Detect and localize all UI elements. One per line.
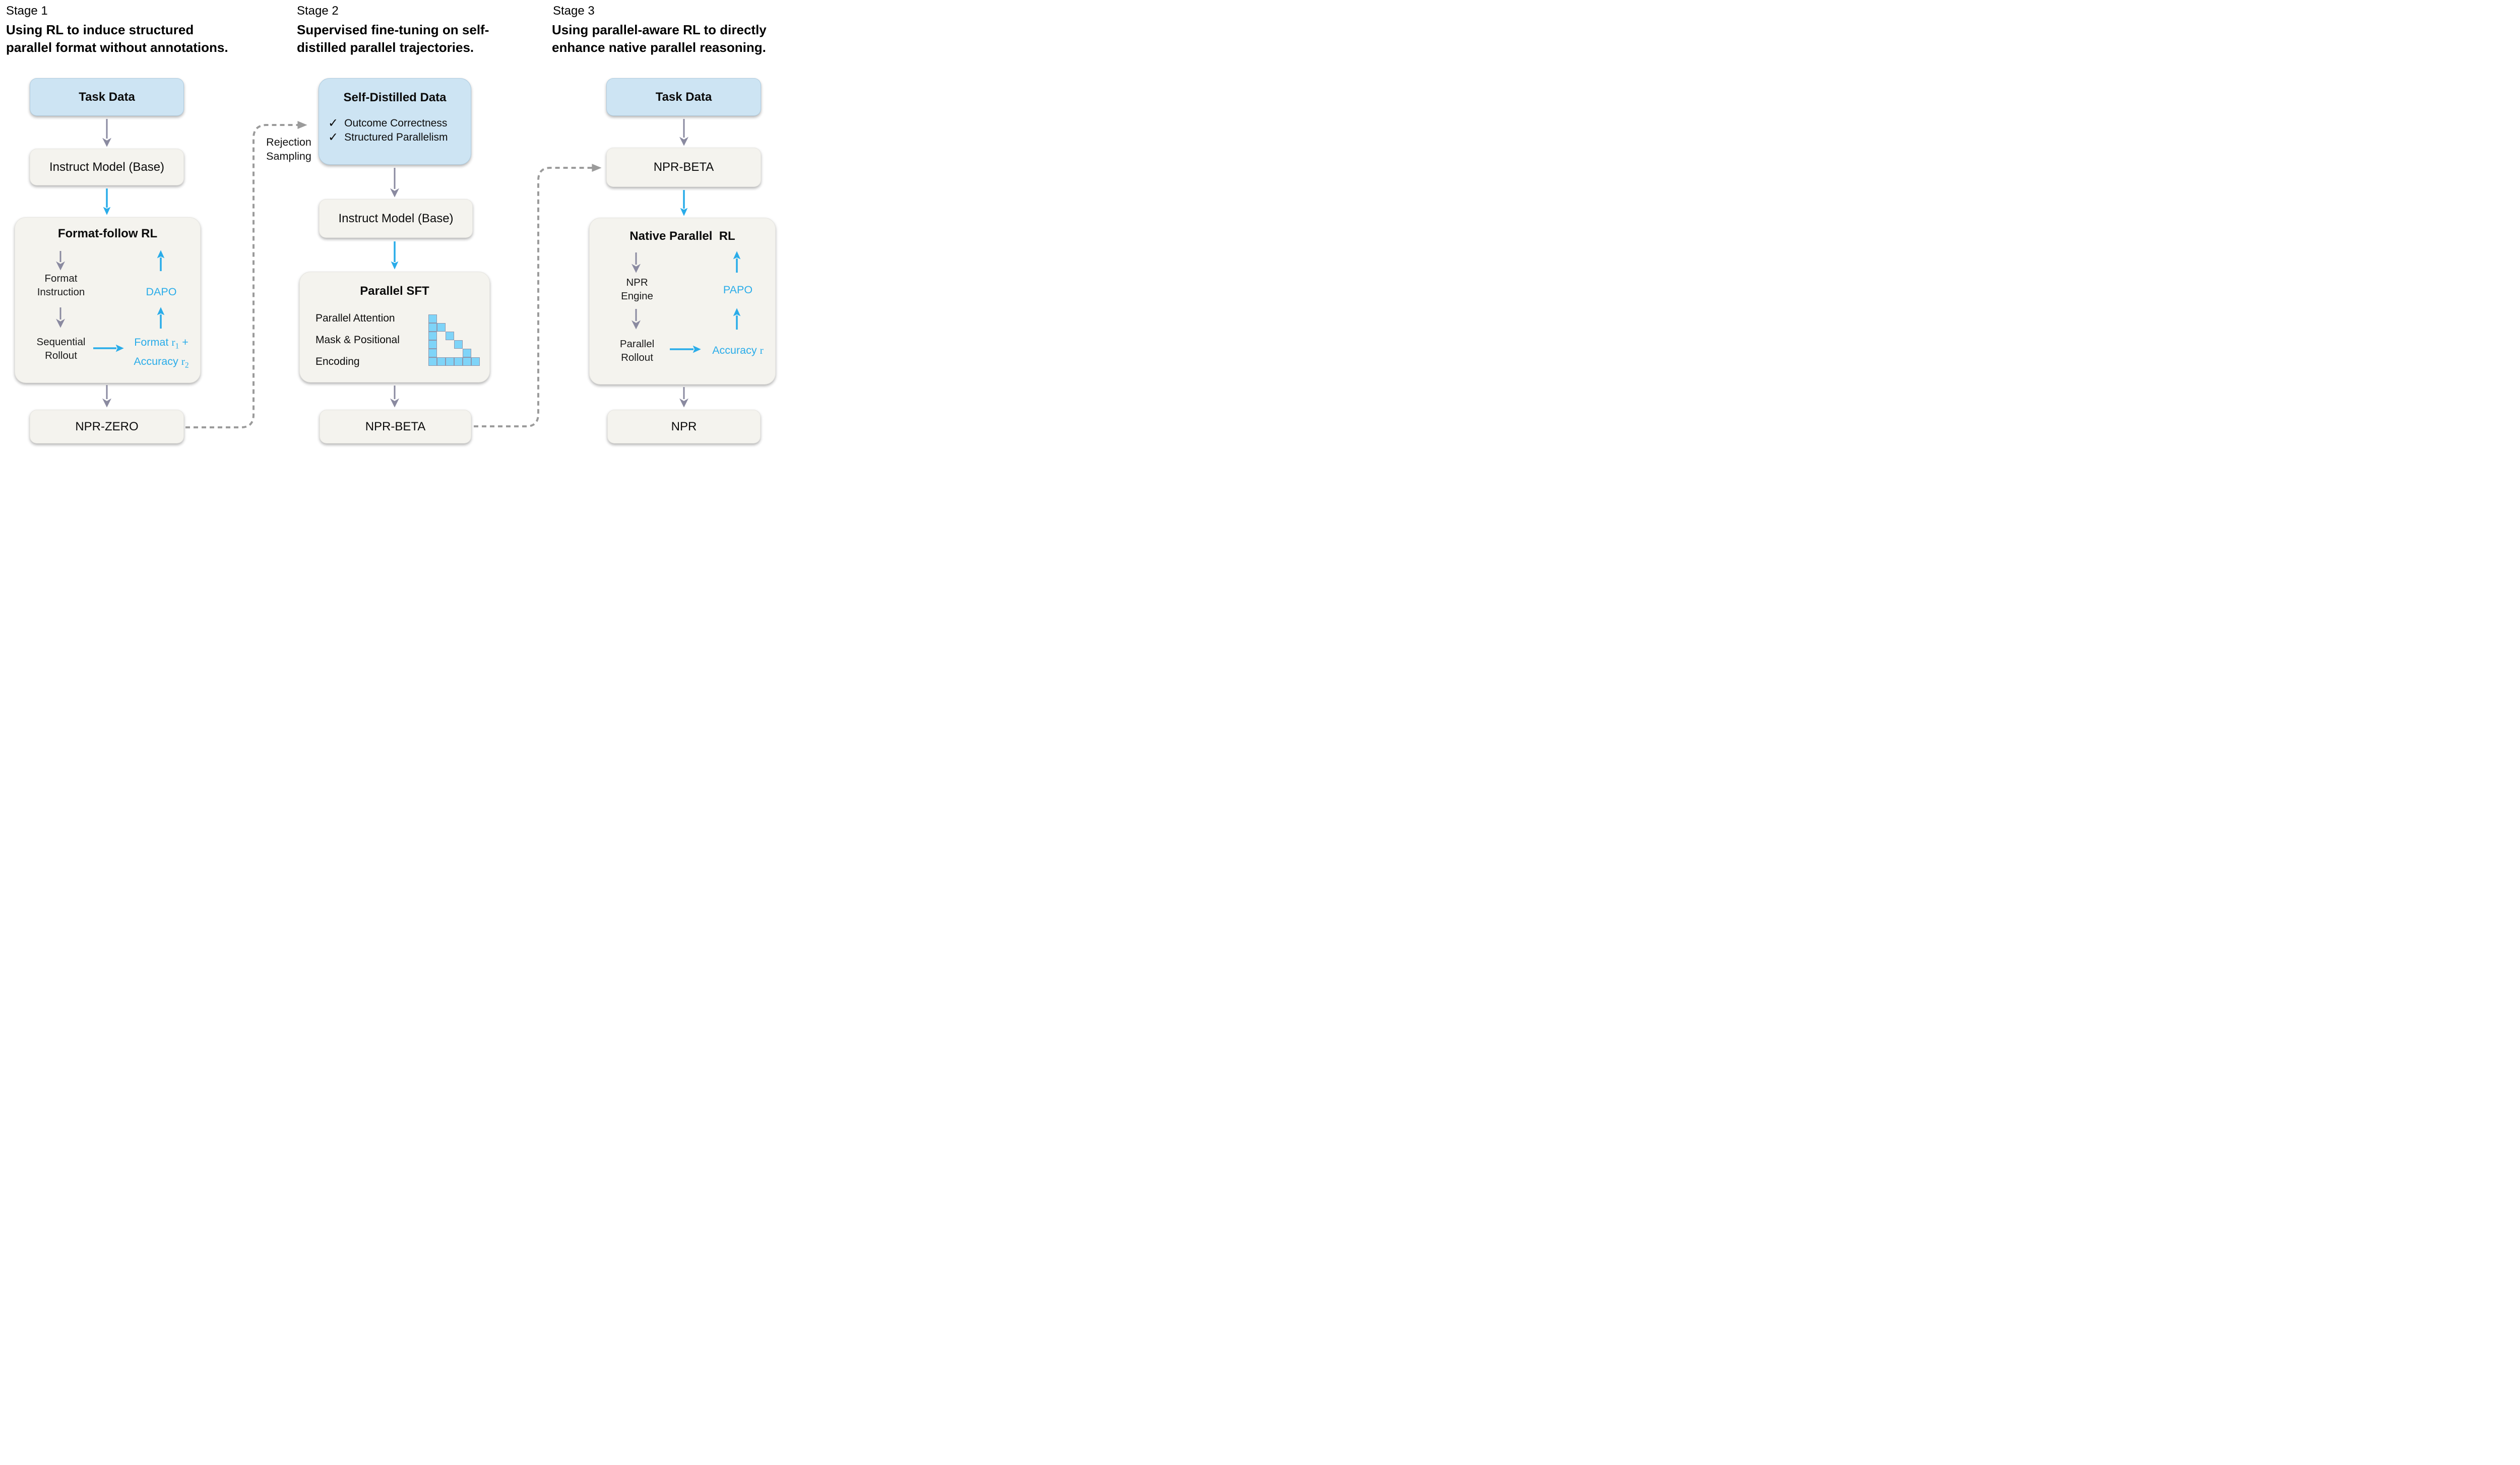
stage1-task-data-box: Task Data xyxy=(30,78,184,116)
outcome-correctness-item: ✓ Outcome Correctness xyxy=(328,116,448,130)
mask-cell-empty xyxy=(471,323,480,332)
accuracy-r-label: Accuracy r xyxy=(712,344,764,356)
stage2-label: Stage 2 xyxy=(297,4,339,18)
parallel-sft-box: Parallel SFT Parallel Attention Mask & P… xyxy=(299,272,490,383)
stage3-label: Stage 3 xyxy=(553,4,595,18)
stage2-desc-line1: Supervised fine-tuning on self- xyxy=(297,22,489,37)
stage1-instruct-model-label: Instruct Model (Base) xyxy=(49,160,165,174)
mask-cell-empty xyxy=(454,349,463,357)
mask-cell-filled xyxy=(428,340,437,349)
mask-cell-filled xyxy=(454,340,463,349)
mask-cell-empty xyxy=(463,340,471,349)
self-distilled-data-box: Self-Distilled Data ✓ Outcome Correctnes… xyxy=(319,78,471,165)
mask-cell-empty xyxy=(471,332,480,340)
npr-zero-box: NPR-ZERO xyxy=(30,410,184,443)
structured-parallelism-item: ✓ Structured Parallelism xyxy=(328,131,448,144)
stage2-instruct-model-box: Instruct Model (Base) xyxy=(319,199,473,238)
self-distilled-items: ✓ Outcome Correctness ✓ Structured Paral… xyxy=(328,116,448,145)
pipeline-diagram: Stage 1 Using RL to induce structured pa… xyxy=(0,0,790,459)
mask-cell-empty xyxy=(471,349,480,357)
stage2-npr-beta-label: NPR-BETA xyxy=(365,419,426,433)
parallel-sft-title: Parallel SFT xyxy=(360,284,429,298)
mask-cell-empty xyxy=(437,340,446,349)
reward-line-1: Format r1 + xyxy=(134,336,188,351)
check-icon: ✓ xyxy=(328,116,339,130)
stage3-desc-line1: Using parallel-aware RL to directly xyxy=(552,22,767,37)
mask-cell-empty xyxy=(463,314,471,323)
stage3-task-data-label: Task Data xyxy=(655,90,712,104)
npr-zero-label: NPR-ZERO xyxy=(75,419,139,433)
mask-cell-empty xyxy=(446,314,454,323)
mask-cell-filled xyxy=(437,323,446,332)
mask-cell-filled xyxy=(446,357,454,366)
reward-line-2: Accuracy r2 xyxy=(134,355,189,370)
check-icon: ✓ xyxy=(328,131,339,144)
mask-cell-filled xyxy=(428,323,437,332)
stage3-desc-line2: enhance native parallel reasoning. xyxy=(552,40,766,55)
mask-cell-filled xyxy=(437,357,446,366)
mask-cell-empty xyxy=(463,323,471,332)
papo-label: PAPO xyxy=(723,284,753,296)
mask-cell-filled xyxy=(454,357,463,366)
stage3-header: Stage 3 xyxy=(553,4,595,18)
sequential-rollout-label: Sequential Rollout xyxy=(36,336,86,361)
reward-label: Format r1 + Accuracy r2 xyxy=(113,335,209,373)
stage2-instruct-model-label: Instruct Model (Base) xyxy=(338,211,454,225)
mask-cell-empty xyxy=(454,314,463,323)
mask-cell-empty xyxy=(454,323,463,332)
npr-engine-label: NPR Engine xyxy=(621,277,653,302)
mask-cell-filled xyxy=(428,314,437,323)
stage3-npr-beta-box: NPR-BETA xyxy=(606,148,761,187)
mask-cell-empty xyxy=(454,332,463,340)
stage2-header: Stage 2 xyxy=(297,4,339,18)
mask-cell-filled xyxy=(428,357,437,366)
dapo-label: DAPO xyxy=(146,286,177,298)
mask-cell-empty xyxy=(471,314,480,323)
stage2-npr-beta-box: NPR-BETA xyxy=(320,410,471,443)
format-follow-rl-box: Format-follow RL Format Instruction Sequ… xyxy=(15,217,201,383)
stage2-desc-line2: distilled parallel trajectories. xyxy=(297,40,474,55)
stage1-desc-line2: parallel format without annotations. xyxy=(6,40,228,55)
mask-cell-filled xyxy=(463,357,471,366)
dashed-npr-beta-to-stage3 xyxy=(474,164,602,427)
mask-cell-filled xyxy=(428,349,437,357)
stage2-description: Supervised fine-tuning on self- distille… xyxy=(297,21,489,56)
format-follow-rl-title: Format-follow RL xyxy=(57,227,158,240)
native-parallel-rl-box: Native Parallel RL NPR Engine Parallel R… xyxy=(589,218,776,385)
mask-cell-empty xyxy=(437,332,446,340)
native-parallel-rl-title: Native Parallel RL xyxy=(629,229,735,243)
stage3-task-data-box: Task Data xyxy=(606,78,761,116)
stage1-header: Stage 1 xyxy=(6,4,48,18)
mask-cell-empty xyxy=(437,314,446,323)
mask-cell-empty xyxy=(437,349,446,357)
mask-cell-filled xyxy=(463,349,471,357)
rejection-sampling-label: Rejection Sampling xyxy=(266,136,311,162)
mask-cell-filled xyxy=(446,332,454,340)
npr-label: NPR xyxy=(671,419,697,433)
stage1-desc-line1: Using RL to induce structured xyxy=(6,22,194,37)
stage3-npr-beta-label: NPR-BETA xyxy=(653,160,714,174)
npr-box: NPR xyxy=(607,410,761,443)
format-instruction-label: Format Instruction xyxy=(37,273,85,298)
stage1-instruct-model-box: Instruct Model (Base) xyxy=(30,149,184,185)
mask-cell-empty xyxy=(471,340,480,349)
stage1-description: Using RL to induce structured parallel f… xyxy=(6,21,228,56)
mask-cell-empty xyxy=(446,340,454,349)
stage3-description: Using parallel-aware RL to directly enha… xyxy=(552,21,767,56)
attention-mask-graphic xyxy=(428,314,480,366)
parallel-sft-line3: Encoding xyxy=(316,356,360,367)
stage1-task-data-label: Task Data xyxy=(79,90,135,104)
dashed-npr-zero-to-self-distilled xyxy=(185,121,307,428)
parallel-rollout-label: Parallel Rollout xyxy=(619,338,655,363)
mask-cell-filled xyxy=(428,332,437,340)
mask-cell-empty xyxy=(463,332,471,340)
self-distilled-title: Self-Distilled Data xyxy=(343,91,447,104)
parallel-sft-line1: Parallel Attention xyxy=(316,312,395,324)
mask-cell-filled xyxy=(471,357,480,366)
mask-cell-empty xyxy=(446,323,454,332)
parallel-sft-line2: Mask & Positional xyxy=(316,334,400,346)
mask-cell-empty xyxy=(446,349,454,357)
stage1-label: Stage 1 xyxy=(6,4,48,18)
